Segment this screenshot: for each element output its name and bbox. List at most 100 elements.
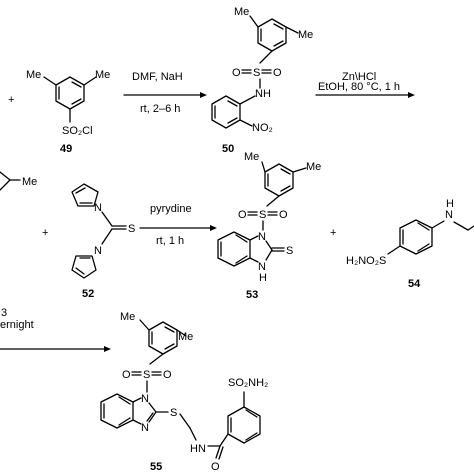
bond-n-ring-54 xyxy=(431,220,445,229)
ring-right-55 xyxy=(227,406,261,444)
nh-n-54: N xyxy=(445,209,453,221)
benzo-ring-55 xyxy=(100,393,134,429)
benzo-ring-53-double xyxy=(235,255,248,264)
benzo-ring-53 xyxy=(217,231,251,267)
n-top-52: N xyxy=(94,202,102,214)
s-thione-53: S xyxy=(286,245,293,257)
pyrazole-top-52-double xyxy=(75,187,86,194)
bond-n-carbonyl-54 xyxy=(453,221,469,231)
bond-me-left-49 xyxy=(43,76,57,86)
ring-54-double xyxy=(417,243,430,252)
arrow2-conditions-line1: Zn\HCl xyxy=(342,71,376,83)
o-right-50: O xyxy=(273,67,282,79)
nh-h-53: H xyxy=(259,272,267,284)
bond-ring-so2-54 xyxy=(387,245,401,255)
arrow4-conditions-cropped-top: 3 xyxy=(1,307,7,319)
compound-number-53: 53 xyxy=(246,289,258,301)
fragment-bond xyxy=(0,171,11,181)
bond-benzo-nbottom-55 xyxy=(132,419,142,425)
arrowhead-3 xyxy=(210,225,217,231)
arrow4-conditions-cropped-bottom: ernight xyxy=(0,319,34,331)
plus-sign-row2-right: + xyxy=(330,227,336,239)
s-52: S xyxy=(128,223,135,235)
plus-sign-row1: + xyxy=(8,94,14,106)
compound-54: H N H₂NO₂S 54 xyxy=(346,198,474,290)
compound-49: Me Me SO₂Cl 49 xyxy=(26,69,110,155)
plus-sign-row2-left: + xyxy=(42,227,48,239)
arrow1-conditions-line2: rt, 2–6 h xyxy=(140,103,180,115)
ring-top-53-double xyxy=(280,185,291,192)
nh-50: NH xyxy=(255,88,271,100)
ring-right-55-double xyxy=(245,409,258,418)
ring-top-50 xyxy=(257,18,287,52)
s-50: S xyxy=(253,67,260,79)
ring-bottom-50 xyxy=(211,95,241,129)
bond-c-n-52 xyxy=(101,228,113,245)
compound-number-49: 49 xyxy=(60,143,72,155)
n-bottom-52: N xyxy=(94,245,102,257)
bond-c2-nh-53 xyxy=(265,249,273,261)
c-o-double-55 xyxy=(215,445,221,459)
pyrazole-bottom-52-double xyxy=(75,267,85,275)
ring-49-double xyxy=(71,81,82,88)
sulfonamide-group-54: H₂NO₂S xyxy=(346,255,386,267)
arrowhead-4 xyxy=(104,346,111,352)
fragment-bond xyxy=(0,179,11,191)
ring-bottom-50-double xyxy=(227,117,238,124)
bond-benzo-nh-53 xyxy=(249,257,259,263)
o-right-55: O xyxy=(163,369,172,381)
bond-co-ring-55 xyxy=(219,433,229,447)
compound-53: Me Me O S O N S N H 53 xyxy=(217,151,321,301)
n-bottom-55: N xyxy=(141,422,149,434)
bond-n-c-52 xyxy=(101,211,113,227)
nh-n-53: N xyxy=(258,261,266,273)
ring-bottom-50-double xyxy=(227,100,238,107)
me-right-55: Me xyxy=(178,331,193,343)
benzo-ring-53-double xyxy=(235,234,248,243)
arrowhead-1 xyxy=(200,92,207,98)
bond-me-left-53 xyxy=(261,161,266,173)
arrow3-conditions-line1: pyrydine xyxy=(150,203,192,215)
so2cl-group-49: SO₂Cl xyxy=(62,125,93,137)
compound-number-50: 50 xyxy=(222,143,234,155)
o-amide-55: O xyxy=(211,461,220,473)
ring-49-double xyxy=(71,98,82,105)
c-o-double-55 xyxy=(218,446,224,460)
bond-cropped-54 xyxy=(467,225,474,231)
ring-top-55-double xyxy=(164,343,175,350)
nh-h-54: H xyxy=(446,198,454,210)
bond-me-right-53 xyxy=(292,167,307,173)
pyrazole-top-52 xyxy=(71,183,99,207)
bond-ring-s-55 xyxy=(149,353,164,365)
s-thio-55: S xyxy=(170,407,177,419)
compound-number-52: 52 xyxy=(82,288,94,300)
benzo-ring-55-double xyxy=(118,417,131,426)
me-left-49: Me xyxy=(26,69,41,81)
o-left-53: O xyxy=(238,209,247,221)
bond-benzo-n-53 xyxy=(249,235,259,241)
compound-number-54: 54 xyxy=(408,278,421,290)
hn-55: HN xyxy=(190,443,206,455)
arrow2-conditions-line2: EtOH, 80 °C, 1 h xyxy=(318,81,400,93)
me-right-50: Me xyxy=(298,29,313,41)
compound-50: Me Me O S O NH NO₂ 50 xyxy=(211,6,313,155)
me-left-53: Me xyxy=(244,151,259,163)
arrow1-conditions-line1: DMF, NaH xyxy=(132,71,183,83)
me-fragment-row2: Me xyxy=(22,176,37,188)
so2nh2-55: SO₂NH₂ xyxy=(228,377,268,389)
arrowhead-2 xyxy=(408,92,415,98)
bond-me-left-55 xyxy=(139,319,150,331)
bond-s-ch2-55 xyxy=(179,413,191,429)
me-right-49: Me xyxy=(95,69,110,81)
bond-ring-s-50 xyxy=(259,50,273,64)
bond-no2-50 xyxy=(239,119,253,127)
me-left-50: Me xyxy=(234,6,249,18)
ring-top-53 xyxy=(264,163,294,197)
ring-top-50-double xyxy=(273,23,284,30)
benzo-ring-55-double xyxy=(118,396,131,405)
compound-number-55: 55 xyxy=(150,461,162,473)
bond-n-c2-53 xyxy=(265,240,273,251)
bond-n-c2-55 xyxy=(148,402,157,413)
